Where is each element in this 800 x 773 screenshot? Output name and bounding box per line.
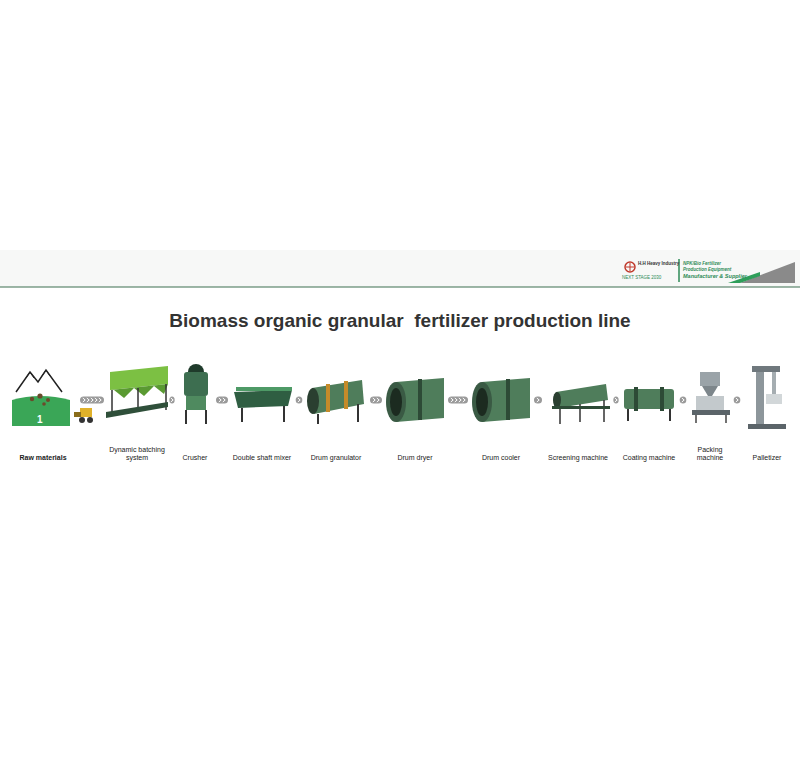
equipment-label: Palletizer: [753, 454, 782, 462]
flow-chevrons: [370, 397, 382, 404]
dryer-node: Drum dryer: [384, 362, 446, 462]
raw-materials-node: Raw materials: [8, 362, 78, 462]
cooler-drum: [472, 378, 530, 422]
material-dot: [30, 397, 34, 401]
header-band: [0, 250, 800, 287]
equipment-label: Double shaft mixer: [233, 454, 291, 462]
flow-chevrons: [216, 397, 228, 404]
palletizer-node: Palletizer: [742, 362, 792, 462]
packing-node: Packing machine: [688, 362, 732, 462]
coating-node: Coating machine: [620, 362, 678, 462]
equipment-label: Screening machine: [548, 454, 608, 462]
logo-text: NPK/Bio Fertilizer Production Equipment: [683, 261, 743, 272]
crusher-node: Crusher: [176, 362, 214, 462]
palletizer-machine: [748, 366, 786, 429]
diagram-title: Biomass organic granular fertilizer prod…: [0, 310, 800, 332]
crusher-body: [184, 372, 208, 396]
loader-icon: [80, 408, 92, 417]
dryer-drum: [386, 378, 444, 422]
equipment-label: Packing machine: [688, 446, 732, 462]
flow-chevrons: [613, 397, 618, 404]
mountain-icon: [26, 370, 50, 378]
crusher-base: [186, 396, 206, 410]
granulator-drum: [307, 380, 364, 424]
equipment-label: Dynamic batching system: [106, 446, 168, 462]
cooler-node: Drum cooler: [470, 362, 532, 462]
flow-chevrons: [734, 397, 741, 404]
flow-chevrons: [80, 397, 104, 404]
screening-drum: [552, 384, 610, 424]
batching-node: Dynamic batching system: [106, 362, 168, 462]
material-dot: [37, 393, 42, 398]
mixer-trough: [234, 390, 292, 408]
equipment-label: Crusher: [183, 454, 208, 462]
mixer-lid: [236, 387, 292, 391]
flow-chevrons: [534, 397, 542, 404]
logo-text: NEXT STAGE 2030: [622, 275, 661, 281]
screening-node: Screening machine: [544, 362, 612, 462]
header-rule: [0, 286, 800, 287]
batching-conveyor: [106, 402, 168, 418]
flow-chevrons: [169, 397, 174, 404]
granulator-node: Drum granulator: [304, 362, 368, 462]
loader-bucket: [74, 412, 81, 417]
flow-chevrons: [448, 397, 468, 404]
equipment-label: Drum cooler: [482, 454, 520, 462]
mixer-node: Double shaft mixer: [230, 362, 294, 462]
flow-chevrons: [680, 397, 687, 404]
loader-wheel: [79, 417, 85, 423]
flow-chevrons: [296, 397, 303, 404]
equipment-label: Drum dryer: [397, 454, 432, 462]
batching-hopper: [110, 384, 168, 398]
callout-number: 1: [37, 414, 43, 425]
material-pile: [12, 396, 70, 426]
crusher-legs: [186, 410, 206, 424]
loader-wheel: [87, 417, 93, 423]
logo-text: H.H Heavy Industry: [638, 261, 679, 267]
logo-mark: [625, 262, 635, 272]
coating-drum: [624, 387, 674, 421]
material-dot: [42, 402, 46, 406]
crusher-top: [188, 364, 204, 372]
equipment-label: Drum granulator: [311, 454, 362, 462]
equipment-label: Coating machine: [623, 454, 676, 462]
packing-machine: [692, 372, 730, 423]
material-dot: [46, 398, 50, 402]
logo-text: Manufacturer & Supplier: [683, 273, 747, 280]
mixer-legs: [242, 406, 284, 422]
logo-mark: [626, 263, 634, 271]
equipment-label: Raw materials: [19, 454, 66, 462]
mountain-icon: [16, 370, 62, 392]
